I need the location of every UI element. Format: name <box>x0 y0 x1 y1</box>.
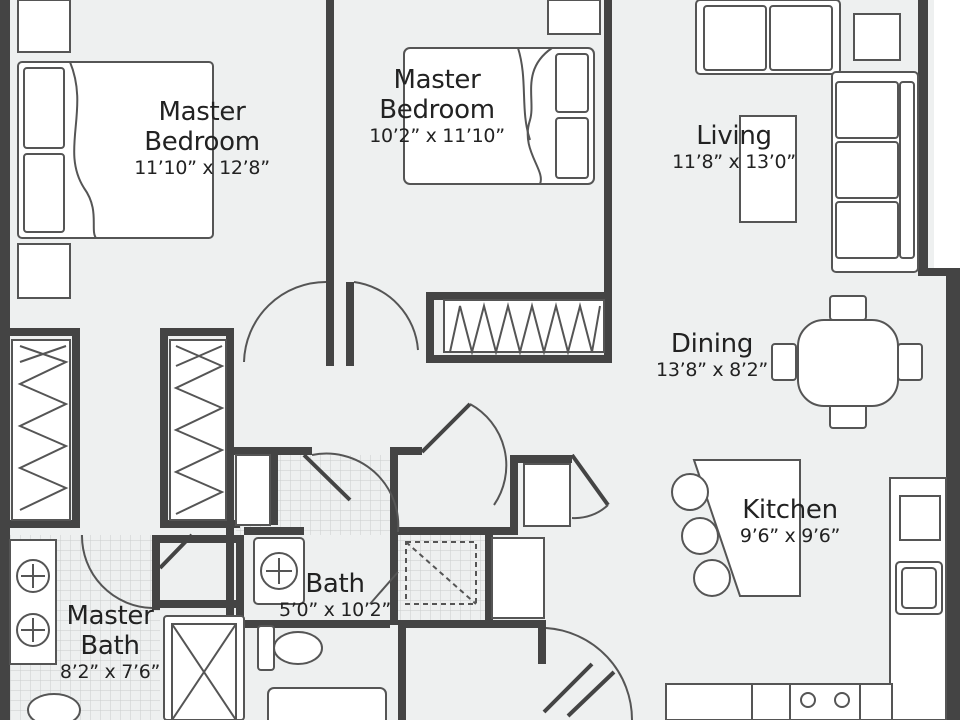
shower-icon <box>405 541 477 605</box>
room-name-line2: Bedroom <box>379 94 495 125</box>
room-name-line2: Bedroom <box>144 126 260 157</box>
room-label-dining: Dining 13’8” x 8’2” <box>642 329 782 382</box>
room-name: Dining <box>670 329 754 359</box>
room-name-line2: Bath <box>80 630 140 661</box>
side-table-icon <box>853 13 901 61</box>
utility-closet <box>491 537 545 619</box>
room-label-kitchen: Kitchen 9’6” x 9’6” <box>720 495 860 548</box>
room-label-master-bath: Master Bath 8’2” x 7’6” <box>50 601 170 684</box>
room-name: Living <box>696 121 772 151</box>
room-label-living: Living 11’8” x 13’0” <box>664 121 804 174</box>
room-name-line1: Master <box>158 97 246 127</box>
room-dimensions: 9’6” x 9’6” <box>739 524 841 547</box>
room-label-bath: Bath 5’0” x 10’2” <box>270 569 400 622</box>
nightstand-icon <box>547 0 601 35</box>
room-name: Bath <box>305 569 365 599</box>
bed-icon <box>17 61 214 239</box>
coffee-table-icon <box>739 115 797 223</box>
kitchen-counter <box>665 477 947 720</box>
toilet-icon <box>257 625 323 671</box>
room-dimensions: 10’2” x 11’10” <box>369 124 505 147</box>
room-name: Kitchen <box>742 495 838 525</box>
room-label-master-bedroom-1: Master Bedroom 11’10” x 12’8” <box>112 97 292 180</box>
toilet-icon <box>27 693 81 720</box>
room-dimensions: 13’8” x 8’2” <box>656 358 768 381</box>
kitchen-island-icon <box>671 459 801 597</box>
stove-icon <box>789 683 861 720</box>
sink-icon <box>253 537 305 605</box>
room-label-master-bedroom-2: Master Bedroom 10’2” x 11’10” <box>352 65 522 148</box>
bath-cabinet <box>235 454 271 526</box>
room-name-line1: Master <box>66 601 154 631</box>
nightstand-icon <box>17 0 71 53</box>
sink-icon <box>9 539 57 665</box>
room-dimensions: 8’2” x 7’6” <box>59 660 161 683</box>
bathtub-icon <box>267 687 387 720</box>
shower-icon <box>163 615 245 720</box>
pantry <box>523 463 571 527</box>
room-name-line1: Master <box>393 65 481 95</box>
closet-tile-floor <box>395 535 485 625</box>
room-dimensions: 11’10” x 12’8” <box>134 156 270 179</box>
sofa-icon <box>831 71 919 273</box>
dining-table-icon <box>771 295 923 429</box>
exterior <box>934 0 960 276</box>
sofa-icon <box>695 0 841 75</box>
bed-icon <box>403 47 595 185</box>
room-dimensions: 11’8” x 13’0” <box>672 150 796 173</box>
closet-icon <box>11 299 605 521</box>
door-swing-icon <box>80 281 634 720</box>
room-dimensions: 5’0” x 10’2” <box>279 598 391 621</box>
nightstand-icon <box>17 243 71 299</box>
